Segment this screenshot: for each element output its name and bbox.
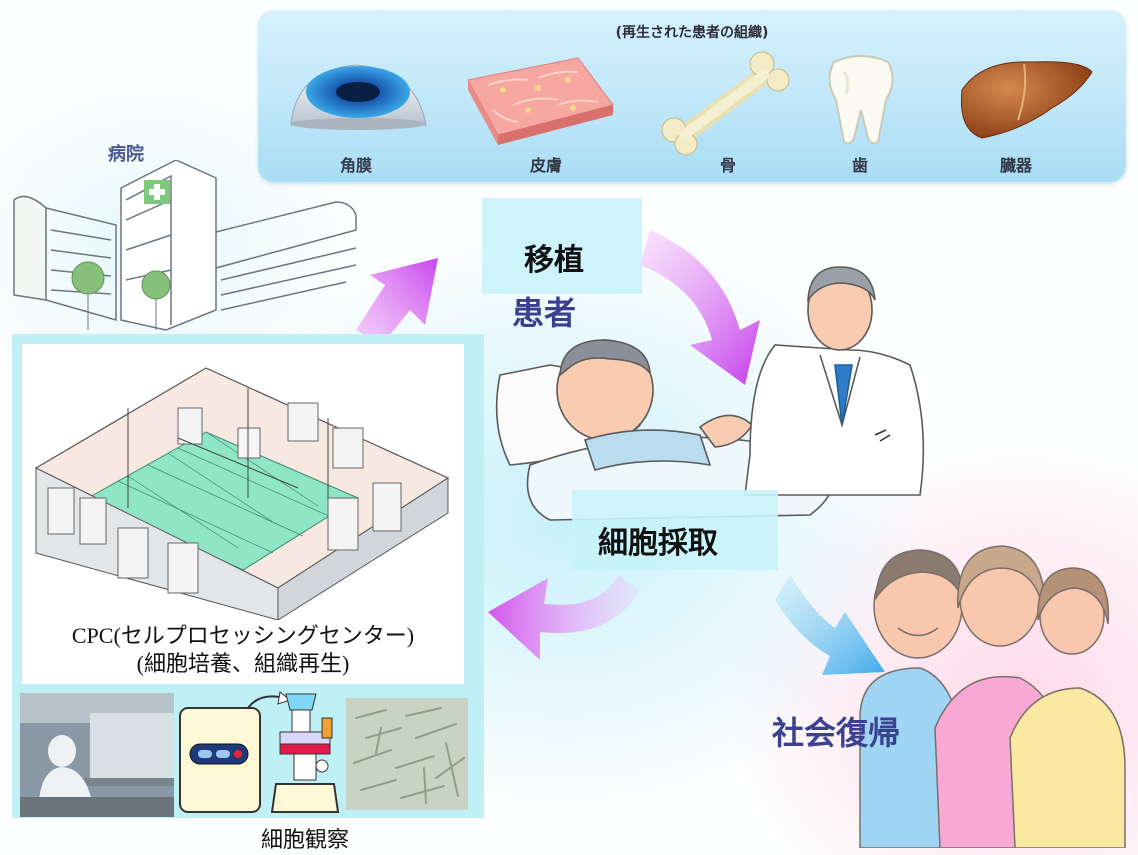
cpc-caption: CPC(セルプロセッシングセンター) (細胞培養、組織再生) <box>22 622 464 678</box>
regenerated-tissue-panel: (再生された患者の組織) 角膜 皮膚 骨 歯 <box>258 10 1126 182</box>
tissue-panel-title: (再生された患者の組織) <box>615 25 769 41</box>
family-illustration <box>859 545 1126 848</box>
tissue-label-organ: 臓器 <box>999 156 1032 175</box>
cpc-floorplan-illustration <box>34 367 450 620</box>
patient-doctor-illustration <box>495 266 925 521</box>
tissue-label-tooth: 歯 <box>851 156 868 175</box>
bone-icon <box>661 51 790 156</box>
liver-icon <box>960 61 1093 139</box>
tissue-label-bone: 骨 <box>719 156 736 175</box>
cpc-caption-line1: CPC(セルプロセッシングセンター) <box>71 623 415 648</box>
hospital-label: 病院 <box>108 144 144 165</box>
tooth-icon <box>828 55 894 145</box>
cell-collection-label: 細胞採取 <box>598 526 718 561</box>
cell-observation-label: 細胞観察 <box>260 827 349 852</box>
transplant-label-box <box>482 198 642 294</box>
social-reintegration-label: 社会復帰 <box>772 714 901 752</box>
cpc-caption-line2: (細胞培養、組織再生) <box>136 651 350 676</box>
cell-collection-label-box <box>572 490 778 570</box>
cell-culture-microscopy-photo <box>346 698 468 810</box>
cleanroom-worker-photo <box>20 693 174 817</box>
transplant-label: 移植 <box>524 243 584 278</box>
tissue-label-skin: 皮膚 <box>529 156 562 175</box>
tissue-label-cornea: 角膜 <box>339 156 372 175</box>
skin-icon <box>467 57 614 145</box>
cell-observation-diagram <box>179 691 340 813</box>
cornea-icon <box>290 64 427 130</box>
patient-label: 患者 <box>512 294 577 332</box>
hospital-illustration <box>13 160 357 331</box>
